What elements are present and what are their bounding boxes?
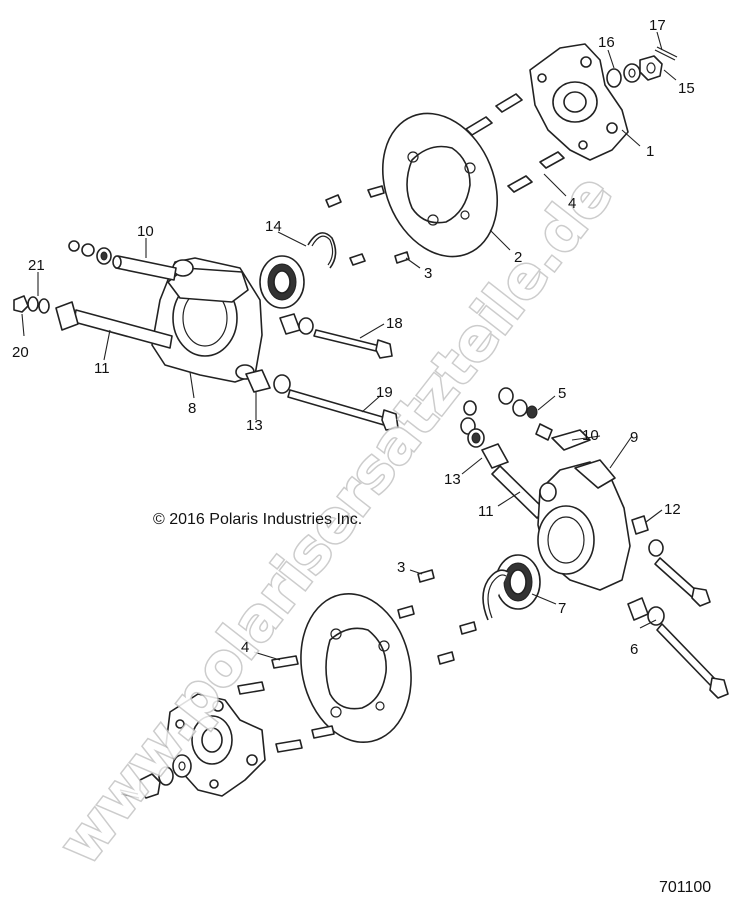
disc-bolts-lower <box>397 569 477 665</box>
callout-15: 15 <box>678 80 695 97</box>
cotter-pin-17 <box>654 46 678 61</box>
callout-3-lower: 3 <box>397 559 405 576</box>
callout-11-upper: 11 <box>94 360 110 377</box>
callout-17: 17 <box>649 17 666 34</box>
wheel-studs-upper <box>465 93 565 193</box>
washers-nut-lower <box>119 754 192 799</box>
callout-10-upper: 10 <box>137 223 154 240</box>
callout-11-lower: 11 <box>478 503 494 520</box>
callout-7: 7 <box>558 600 566 617</box>
bolt-19 <box>287 389 399 431</box>
callout-12: 12 <box>664 501 681 518</box>
callout-1: 1 <box>646 143 654 160</box>
callout-14: 14 <box>265 218 282 235</box>
bearing-upper <box>259 255 305 309</box>
snap-ring-14 <box>307 232 337 269</box>
callout-9: 9 <box>630 429 638 446</box>
callout-16: 16 <box>598 34 615 51</box>
callout-13-upper: 13 <box>246 417 263 434</box>
callout-3-upper: 3 <box>424 265 432 282</box>
castle-nut-15 <box>639 55 663 81</box>
brake-disc-lower <box>300 592 412 744</box>
callout-6: 6 <box>630 641 638 658</box>
bolt-lower-upper <box>654 557 711 607</box>
callout-18: 18 <box>386 315 403 332</box>
sleeve-11-upper <box>13 295 173 349</box>
leader-lines <box>21 31 677 661</box>
snap-ring-lower <box>482 569 509 621</box>
washer-16 <box>606 63 641 88</box>
callout-8: 8 <box>188 400 196 417</box>
wheel-studs-lower <box>237 655 335 753</box>
bushings-12 <box>631 515 664 557</box>
callout-2: 2 <box>514 249 522 266</box>
wheel-hub-upper <box>529 43 629 161</box>
bushings-upper <box>245 313 314 394</box>
callout-19: 19 <box>376 384 393 401</box>
bushings-6 <box>627 597 665 626</box>
figure-number: 701100 <box>659 879 711 896</box>
callout-13-lower: 13 <box>444 471 461 488</box>
copyright-notice: © 2016 Polaris Industries Inc. <box>153 511 362 528</box>
callout-labels: 17 16 15 1 4 2 3 14 10 21 20 11 8 18 19 … <box>12 17 695 658</box>
bushing-13-lower <box>481 443 509 469</box>
spacers-5 <box>460 387 591 451</box>
bearing-7 <box>495 554 541 610</box>
callout-5: 5 <box>558 385 566 402</box>
callout-21: 21 <box>28 257 45 274</box>
disc-bolts-upper <box>325 185 410 266</box>
knuckle-8 <box>151 257 263 383</box>
bolt-6 <box>656 623 729 699</box>
sleeve-10-upper <box>68 240 177 281</box>
brake-disc-upper <box>381 112 499 258</box>
knuckle-9 <box>537 459 631 591</box>
callout-4-lower: 4 <box>241 639 249 656</box>
bolt-18 <box>313 329 393 359</box>
callout-4-upper: 4 <box>568 195 576 212</box>
sleeve-11-lower <box>491 465 546 519</box>
callout-20: 20 <box>12 344 29 361</box>
callout-10-lower: 10 <box>582 427 599 444</box>
